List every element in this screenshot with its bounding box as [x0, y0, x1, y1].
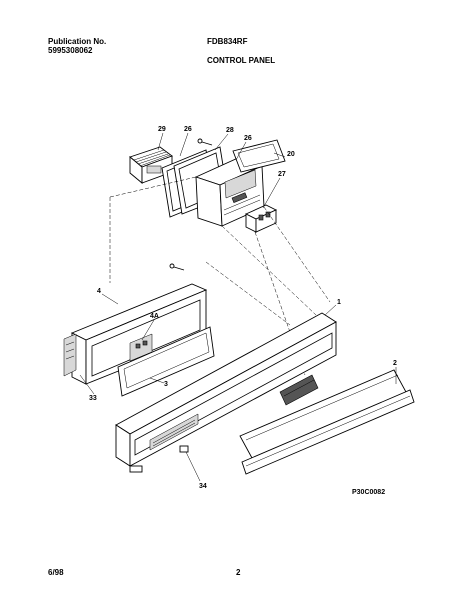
publication-number: 5995308062 — [48, 46, 93, 55]
part-1-console — [115, 312, 337, 473]
assembly-guide-lines — [109, 176, 331, 376]
part-2-trim — [239, 369, 415, 475]
part-27-switch — [244, 204, 278, 233]
callout-27: 27 — [278, 171, 286, 178]
callout-34: 34 — [199, 483, 207, 490]
callout-3: 3 — [164, 381, 168, 388]
part-29-vent — [129, 146, 173, 184]
callout-28: 28 — [226, 127, 234, 134]
callout-1: 1 — [337, 299, 341, 306]
screw-lower — [169, 263, 185, 271]
upper-assembly — [129, 138, 286, 233]
section-title: CONTROL PANEL — [207, 56, 276, 65]
callout-4a: 4A — [150, 313, 159, 320]
part-20-overlay — [232, 139, 286, 173]
part-3-panel — [117, 326, 215, 397]
callout-26-upper: 26 — [184, 126, 192, 133]
callout-33: 33 — [89, 395, 97, 402]
page-number: 2 — [236, 568, 241, 577]
callout-2: 2 — [393, 360, 397, 367]
callout-29: 29 — [158, 126, 166, 133]
screw-upper — [197, 138, 213, 146]
leader-lines — [79, 132, 397, 482]
publication-label: Publication No. — [48, 37, 107, 46]
callout-4: 4 — [97, 288, 101, 295]
lower-assembly — [63, 263, 415, 475]
drawing-code: P30C0082 — [352, 489, 385, 496]
callout-26-lower: 26 — [244, 135, 252, 142]
model-number: FDB834RF — [207, 37, 248, 46]
footer-date: 6/98 — [48, 568, 64, 577]
callout-20: 20 — [287, 151, 295, 158]
